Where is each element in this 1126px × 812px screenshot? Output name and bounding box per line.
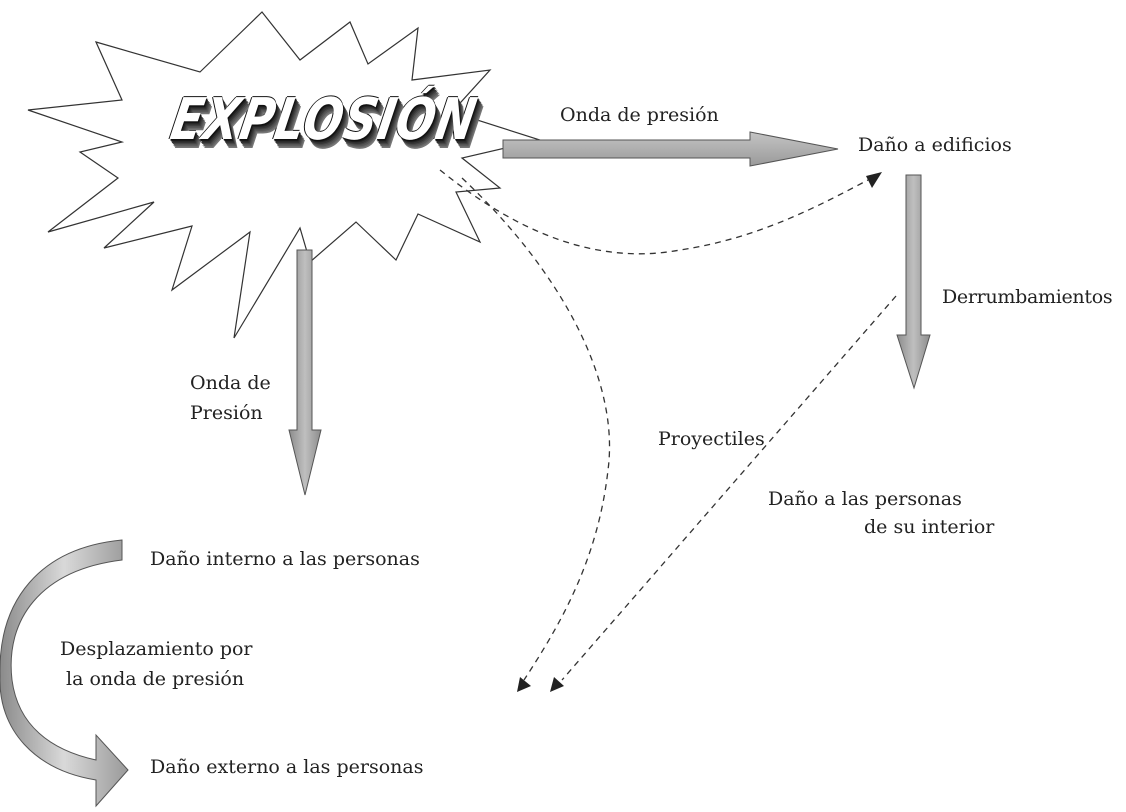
displacement-curved-arrow: [0, 539, 129, 808]
collapse-label: Derrumbamientos: [942, 286, 1113, 308]
interior-people-damage-label-line1: Daño a las personas: [768, 488, 962, 510]
pressure-wave-right-label: Onda de presión: [560, 104, 719, 126]
collapse-arrow: [896, 174, 931, 390]
pressure-wave-down-label-line2: Presión: [190, 402, 263, 424]
building-damage-label: Daño a edificios: [858, 134, 1012, 156]
right-pressure-arrow: [502, 131, 839, 167]
internal-damage-label: Daño interno a las personas: [150, 548, 420, 570]
projectiles-label: Proyectiles: [658, 428, 765, 450]
arrowhead-people-left: [517, 677, 531, 692]
displacement-label-line2: la onda de presión: [66, 668, 245, 690]
pressure-wave-down-label-line1: Onda de: [190, 372, 271, 394]
explosion-to-buildings-dashed: [439, 169, 869, 255]
explosion-to-people-dashed: [461, 177, 611, 681]
explosion-label: EXPLOSIÓN: [166, 85, 483, 153]
displacement-label-line1: Desplazamiento por: [60, 638, 253, 660]
projectiles-dashed: [561, 295, 897, 681]
interior-people-damage-label-line2: de su interior: [864, 516, 995, 538]
external-damage-label: Daño externo a las personas: [150, 756, 424, 778]
explosion-burst: [27, 11, 543, 339]
down-pressure-arrow: [288, 249, 322, 496]
arrowhead-people-right: [550, 677, 564, 692]
arrowhead-buildings: [866, 172, 882, 188]
